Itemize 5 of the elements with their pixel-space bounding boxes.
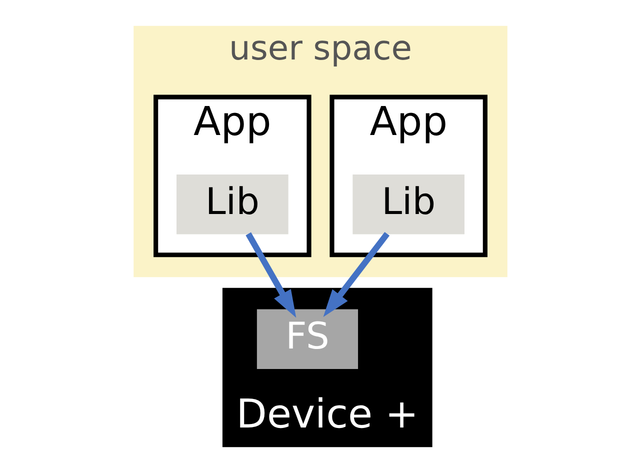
arrow: [323, 232, 390, 318]
node-box: FS: [256, 309, 358, 369]
node-box: Lib: [176, 174, 288, 234]
arrow: [246, 232, 296, 318]
node-box: Lib: [352, 174, 464, 234]
